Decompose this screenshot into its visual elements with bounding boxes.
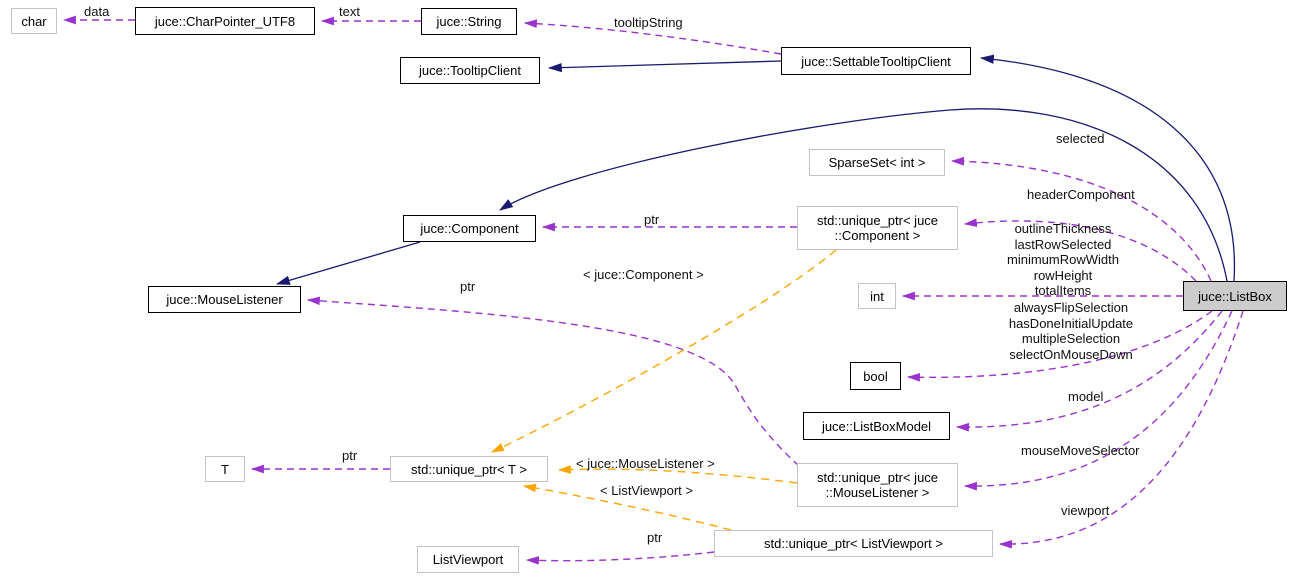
edge-label-ptr-t: ptr [342,448,358,463]
node-string[interactable]: juce::String [421,8,517,35]
edge-label-mousemoveselector: mouseMoveSelector [1021,443,1140,458]
node-listbox[interactable]: juce::ListBox [1183,281,1287,311]
edge-label-template-mouselistener: < juce::MouseListener > [576,456,715,471]
edge-usage-viewport [998,310,1244,549]
edge-label-template-listviewport: < ListViewport > [600,483,693,498]
edge-usage-bool [906,310,1213,382]
edge-template-listviewport [522,483,732,531]
edge-template-mouselistener [557,465,798,484]
edge-label-template-component: < juce::Component > [583,267,704,282]
node-sparseset-int[interactable]: SparseSet< int > [809,149,945,176]
node-tooltipclient[interactable]: juce::TooltipClient [400,57,540,84]
edge-usage-mousemoveselector [963,310,1233,491]
edge-inherit-component-mouselistener [275,241,421,285]
edge-label-bool-fields: alwaysFlipSelection hasDoneInitialUpdate… [1008,300,1134,362]
node-int[interactable]: int [858,283,896,309]
node-char[interactable]: char [11,8,57,34]
node-listviewport[interactable]: ListViewport [417,546,519,573]
edge-label-text: text [339,4,360,19]
node-unique-ptr-t[interactable]: std::unique_ptr< T > [390,456,548,482]
edge-label-viewport: viewport [1061,503,1110,518]
node-component[interactable]: juce::Component [403,215,536,242]
edge-template-component [491,249,837,453]
edge-inherit-listbox-component [499,108,1228,282]
edge-label-headercomponent: headerComponent [1027,187,1135,202]
node-bool[interactable]: bool [850,362,901,390]
edge-usage-tooltipstring [523,19,782,55]
edge-label-model: model [1068,389,1104,404]
edge-label-selected: selected [1056,131,1105,146]
edge-inherit-listbox-settabletooltipclient [979,54,1236,282]
edge-inherit-settabletooltipclient-tooltipclient [547,60,782,73]
node-t[interactable]: T [205,456,245,482]
edge-usage-headercomponent [963,218,1197,282]
node-unique-ptr-listviewport[interactable]: std::unique_ptr< ListViewport > [714,530,993,557]
edge-usage-ptr-listviewport [525,551,715,565]
node-mouselistener[interactable]: juce::MouseListener [148,286,301,313]
node-unique-ptr-mouselistener[interactable]: std::unique_ptr< juce ::MouseListener > [797,463,958,507]
edge-usage-ptr-mouselistener [306,296,800,467]
edge-label-tooltipstring: tooltipString [614,15,683,30]
edge-label-int-fields: outlineThickness lastRowSelected minimum… [1007,221,1119,298]
edge-usage-selected [950,156,1212,282]
edge-usage-model [955,310,1223,432]
edge-label-ptr-mouselistener: ptr [460,279,476,294]
node-settabletooltipclient[interactable]: juce::SettableTooltipClient [781,47,971,75]
edge-label-data: data [84,4,110,19]
edge-label-ptr-listviewport: ptr [647,530,663,545]
node-listboxmodel[interactable]: juce::ListBoxModel [803,412,950,440]
node-charpointer-utf8[interactable]: juce::CharPointer_UTF8 [135,7,315,35]
node-unique-ptr-component[interactable]: std::unique_ptr< juce ::Component > [797,206,958,250]
edge-label-ptr-component: ptr [644,212,660,227]
